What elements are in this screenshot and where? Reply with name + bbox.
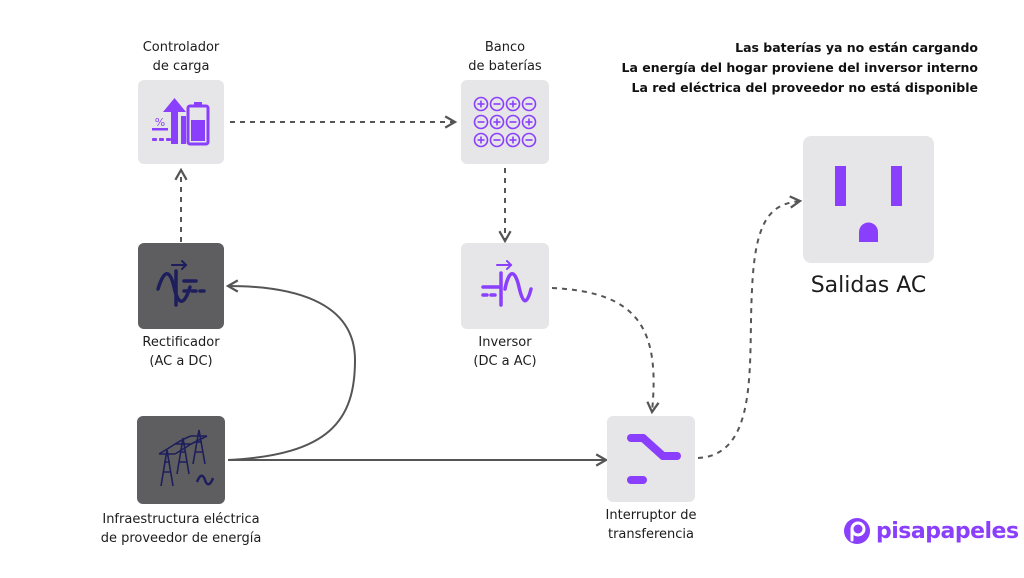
grid-node[interactable] [137, 416, 225, 504]
battery-plus-cell [505, 132, 521, 148]
charge-controller-node[interactable]: % [138, 80, 224, 164]
switch-icon [627, 434, 681, 484]
percent-glyph: % [155, 116, 165, 129]
battery-bank-label: Banco de baterías [468, 40, 542, 74]
rectifier-node[interactable] [138, 243, 224, 329]
battery-minus-cell [505, 114, 521, 130]
battery-plus-cell [473, 132, 489, 148]
brand-logo[interactable]: pisapapeles [842, 516, 1019, 546]
ac-outlets-label: Salidas AC [810, 273, 927, 298]
battery-plus-cell [489, 114, 505, 130]
battery-plus-cell [521, 114, 537, 130]
charge-controller-icon: % [152, 98, 210, 146]
status-message-source: La energía del hogar proviene del invers… [621, 60, 978, 75]
battery-plus-cell [473, 96, 489, 112]
battery-minus-cell [489, 96, 505, 112]
status-messages: Las baterías ya no están cargando La ene… [622, 38, 978, 98]
battery-minus-cell [489, 132, 505, 148]
inverter-icon [481, 260, 533, 307]
battery-bank-node[interactable] [461, 80, 549, 164]
battery-plus-cell [505, 96, 521, 112]
connector-grid-to-rectifier [225, 279, 357, 461]
inverter-label: Inversor (DC a AC) [473, 335, 537, 369]
charge-controller-label: Controlador de carga [142, 40, 220, 74]
rectifier-label: Rectificador (AC a DC) [142, 335, 220, 369]
power-tower-icon [158, 429, 215, 487]
brand-name: pisapapeles [876, 518, 1019, 544]
status-message-charging: Las baterías ya no están cargando [735, 40, 978, 55]
grid-label: Infraestructura eléctrica de proveedor d… [100, 512, 262, 546]
connector-switch-to-outlets [697, 195, 803, 459]
ac-outlets-node[interactable] [803, 136, 934, 263]
battery-minus-cell [521, 132, 537, 148]
transfer-switch-label: Interruptor de transferencia [605, 508, 697, 542]
battery-minus-cell [473, 114, 489, 130]
connector-inverter-to-switch [551, 287, 660, 415]
ac-outlet-icon [835, 166, 902, 242]
transfer-switch-node[interactable] [607, 416, 695, 502]
battery-minus-cell [521, 96, 537, 112]
inverter-node[interactable] [461, 243, 549, 329]
status-message-grid: La red eléctrica del proveedor no está d… [631, 80, 978, 95]
pisapapeles-logo-icon [844, 518, 870, 544]
rectifier-icon [156, 260, 206, 307]
battery-bank-icon [473, 96, 537, 148]
